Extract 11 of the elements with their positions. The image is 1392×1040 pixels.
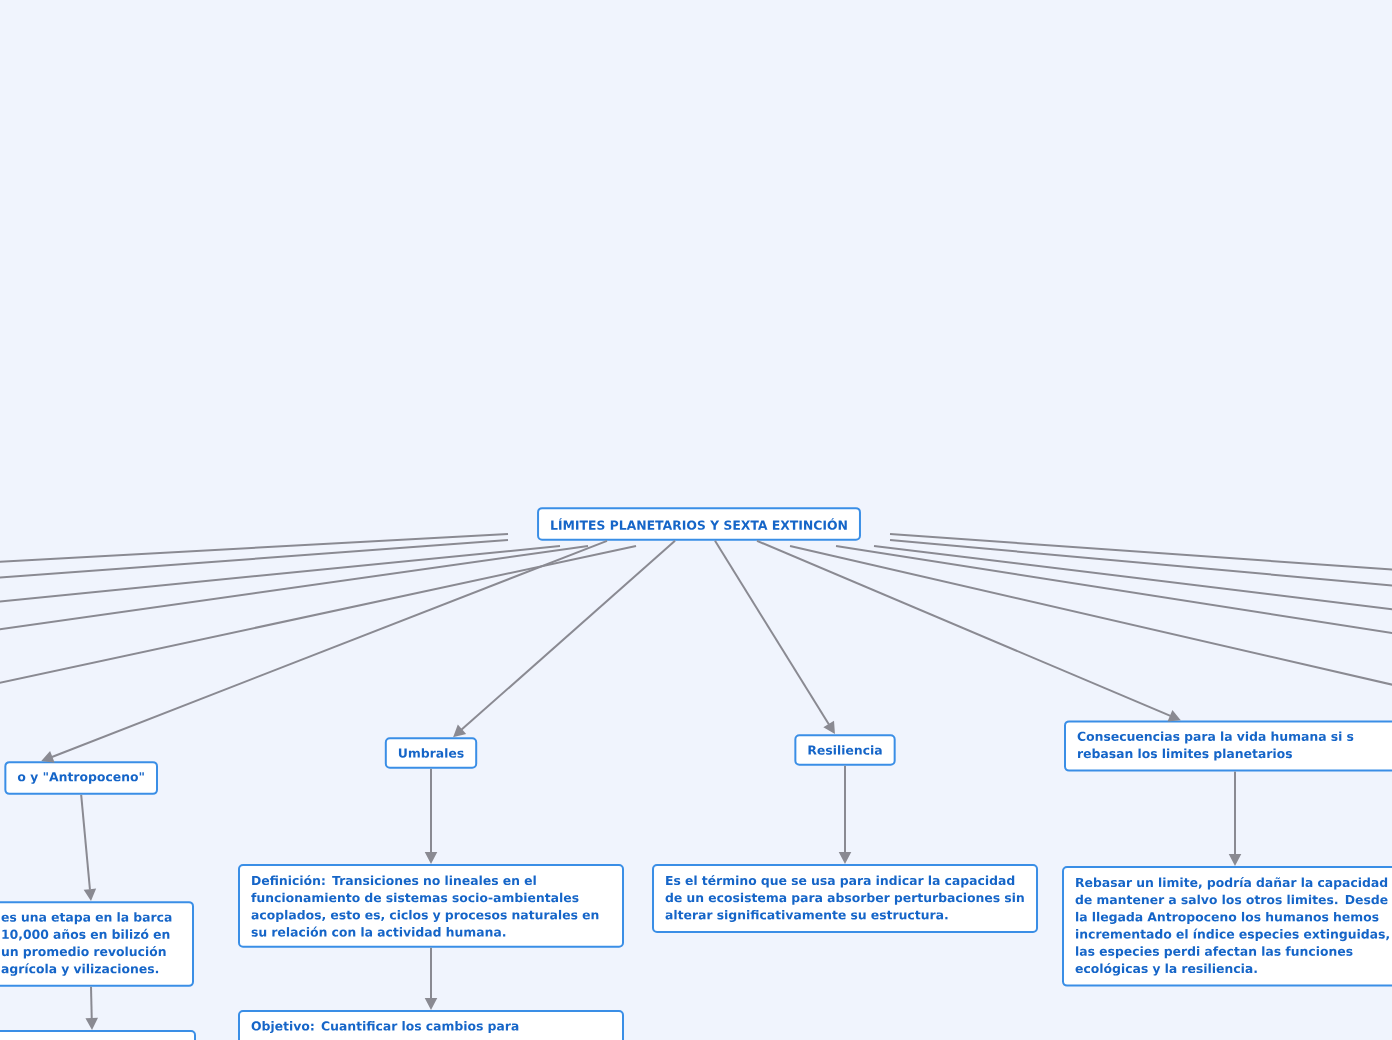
connector-line	[0, 545, 589, 631]
connector-line	[0, 545, 561, 603]
connector-line	[0, 545, 637, 685]
empty-box	[0, 1030, 196, 1040]
connector-line	[889, 533, 1392, 571]
connector-line	[835, 545, 1392, 635]
connector-line	[0, 533, 509, 563]
connector-line	[789, 545, 1392, 687]
connector-line	[873, 545, 1392, 611]
connector-line	[0, 539, 509, 579]
connector-line	[889, 539, 1392, 587]
